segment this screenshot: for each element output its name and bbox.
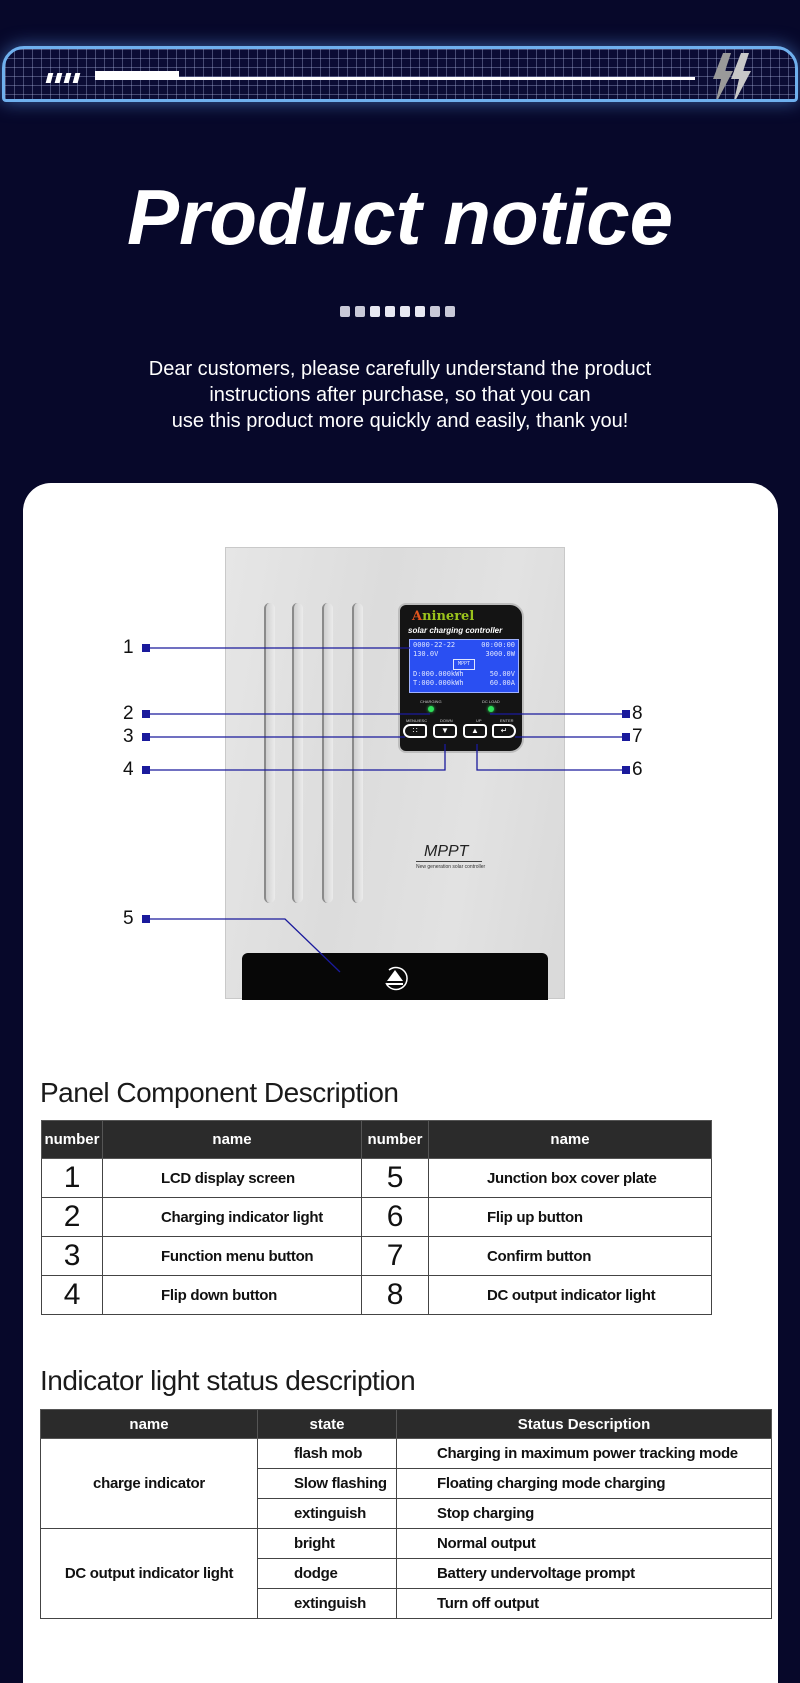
- callout-number: 3: [123, 726, 134, 747]
- component-name: Flip down button: [102, 1275, 362, 1315]
- component-name: Charging indicator light: [102, 1197, 362, 1237]
- callout-number: 1: [123, 637, 134, 658]
- indicator-table-title: Indicator light status description: [40, 1365, 416, 1396]
- indicator-state: flash mob: [257, 1438, 397, 1469]
- page-title: Product notice: [126, 173, 674, 261]
- led-label: DC LOAD: [482, 699, 500, 704]
- indicator-state: extinguish: [257, 1498, 397, 1529]
- indicator-state: bright: [257, 1528, 397, 1559]
- model-label: MPPT: [424, 843, 469, 860]
- component-number: 1: [41, 1158, 103, 1198]
- table-header-row: number name number name: [41, 1120, 712, 1159]
- charging-led: [428, 706, 434, 712]
- column-header: number: [41, 1120, 103, 1159]
- button-label: DOWN: [440, 718, 453, 723]
- column-header: number: [361, 1120, 429, 1159]
- indicator-status-table: name state Status Description charge ind…: [40, 1409, 772, 1619]
- component-name: Function menu button: [102, 1236, 362, 1276]
- callout-number: 8: [632, 703, 643, 724]
- indicator-state: extinguish: [257, 1588, 397, 1619]
- vent-slot: [322, 603, 333, 903]
- header-banner: [2, 46, 798, 102]
- product-illustration: Aninerel solar charging controller 0000-…: [225, 547, 565, 1000]
- intro-line: use this product more quickly and easily…: [171, 410, 629, 432]
- column-header: name: [428, 1120, 712, 1159]
- component-name: DC output indicator light: [428, 1275, 712, 1315]
- status-description: Battery undervoltage prompt: [396, 1558, 772, 1589]
- enter-button[interactable]: ↵: [492, 724, 516, 738]
- vent-slot: [264, 603, 275, 903]
- callout-number: 2: [123, 703, 134, 724]
- stripe-decoration: [45, 73, 81, 83]
- model-subtitle: New generation solar controller: [416, 864, 486, 870]
- column-header: name: [102, 1120, 362, 1159]
- dot-divider: [340, 306, 455, 317]
- component-number: 2: [41, 1197, 103, 1237]
- component-name: Flip up button: [428, 1197, 712, 1237]
- component-name: Confirm button: [428, 1236, 712, 1276]
- dc-load-led: [488, 706, 494, 712]
- intro-line: Dear customers, please carefully underst…: [148, 358, 652, 380]
- model-underline: [416, 861, 482, 862]
- column-header: Status Description: [396, 1409, 772, 1439]
- indicator-state: Slow flashing: [257, 1468, 397, 1499]
- brand-logo: Aninerel: [412, 609, 475, 624]
- led-label: CHARGING: [420, 699, 442, 704]
- status-description: Turn off output: [396, 1588, 772, 1619]
- callout-number: 5: [123, 908, 134, 929]
- menu-button[interactable]: ∷: [403, 724, 427, 738]
- component-number: 8: [361, 1275, 429, 1315]
- control-panel: Aninerel solar charging controller 0000-…: [398, 603, 524, 753]
- intro-text: Dear customers, please carefully underst…: [60, 356, 740, 434]
- column-header: name: [40, 1409, 258, 1439]
- status-description: Floating charging mode charging: [396, 1468, 772, 1499]
- eject-icon: [385, 966, 408, 991]
- banner-bar: [95, 71, 179, 80]
- callout-number: 6: [632, 759, 643, 780]
- button-label: UP: [476, 718, 482, 723]
- lightning-bolt-icon: [713, 53, 751, 99]
- junction-cover: [242, 953, 548, 1000]
- vent-slot: [352, 603, 363, 903]
- callout-number: 4: [123, 759, 134, 780]
- indicator-name: DC output indicator light: [40, 1528, 258, 1619]
- table-header-row: name state Status Description: [40, 1409, 772, 1439]
- callout-number: 7: [632, 726, 643, 747]
- brand-subtitle: solar charging controller: [408, 626, 503, 635]
- vent-slot: [292, 603, 303, 903]
- component-number: 3: [41, 1236, 103, 1276]
- status-description: Stop charging: [396, 1498, 772, 1529]
- status-description: Normal output: [396, 1528, 772, 1559]
- component-name: Junction box cover plate: [428, 1158, 712, 1198]
- up-button[interactable]: ▲: [463, 724, 487, 738]
- column-header: state: [257, 1409, 397, 1439]
- button-label: ENTER: [500, 718, 514, 723]
- banner-line: [95, 77, 695, 80]
- status-description: Charging in maximum power tracking mode: [396, 1438, 772, 1469]
- component-number: 4: [41, 1275, 103, 1315]
- indicator-name: charge indicator: [40, 1438, 258, 1529]
- component-number: 5: [361, 1158, 429, 1198]
- button-label: MENU/ESC: [406, 718, 428, 723]
- component-number: 6: [361, 1197, 429, 1237]
- indicator-state: dodge: [257, 1558, 397, 1589]
- intro-line: instructions after purchase, so that you…: [209, 384, 591, 406]
- component-name: LCD display screen: [102, 1158, 362, 1198]
- component-number: 7: [361, 1236, 429, 1276]
- down-button[interactable]: ▼: [433, 724, 457, 738]
- panel-table-title: Panel Component Description: [40, 1077, 399, 1108]
